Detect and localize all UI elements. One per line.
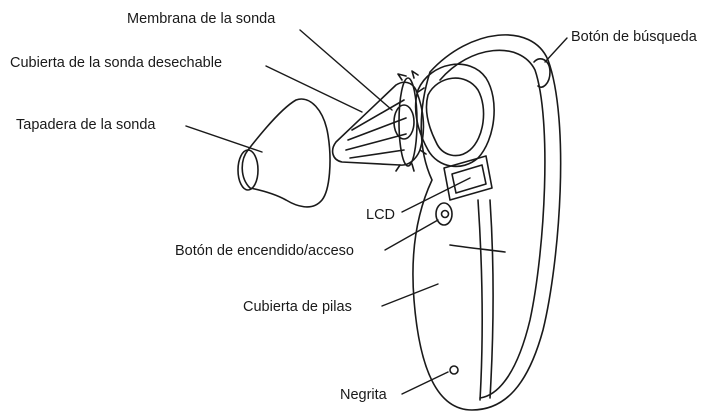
label-membrana-sonda: Membrana de la sonda: [127, 11, 276, 27]
lcd-inner: [451, 164, 487, 194]
leader-negrita: [401, 371, 449, 395]
label-lcd: LCD: [366, 207, 396, 223]
leader-lcd: [401, 177, 471, 213]
label-boton-busqueda: Botón de búsqueda: [571, 29, 697, 45]
probe-membrane: [393, 104, 415, 140]
cover-ribs: [345, 99, 407, 159]
label-tapadera-sonda: Tapadera de la sonda: [16, 117, 156, 133]
cover-flange-teeth: [395, 70, 427, 172]
battery-cover-seam: [449, 199, 506, 401]
label-cubierta-pilas: Cubierta de pilas: [243, 299, 352, 315]
label-cubierta-sonda-desechable: Cubierta de la sonda desechable: [10, 55, 223, 71]
leader-cubierta-desechable: [265, 65, 363, 113]
leader-membrana: [299, 29, 393, 111]
probe-cap-opening: [237, 149, 259, 191]
clip-hole: [449, 365, 459, 375]
search-button-shape: [533, 58, 551, 88]
leader-cubierta-pilas: [381, 283, 439, 307]
thermometer-body: [412, 34, 562, 411]
cover-flange: [398, 77, 418, 167]
leader-lines: [185, 29, 568, 395]
probe-cap: [241, 98, 331, 208]
disposable-probe-cover: [331, 81, 425, 166]
power-button-center: [440, 209, 450, 219]
label-negrita: Negrita: [340, 387, 387, 403]
probe-head-inner: [425, 77, 485, 157]
leader-boton-busqueda: [544, 37, 568, 63]
leader-tapadera: [185, 125, 263, 153]
body-inner-contour: [439, 49, 546, 399]
power-button-shape: [435, 202, 453, 226]
label-boton-encendido: Botón de encendido/acceso: [175, 243, 354, 259]
leader-boton-encendido: [384, 219, 439, 251]
